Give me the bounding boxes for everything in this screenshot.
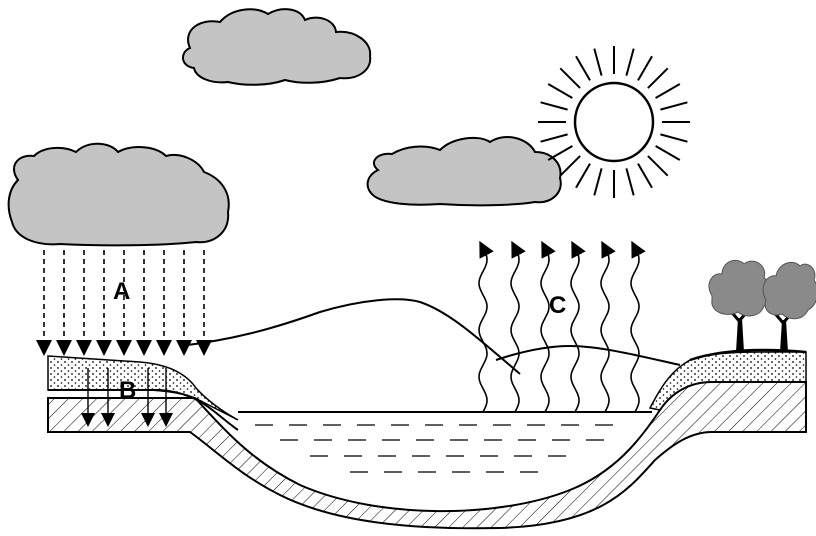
evaporation-arrow — [570, 240, 586, 413]
right-soil-layer — [648, 351, 807, 411]
infiltration-arrows — [81, 368, 173, 427]
sun-ray — [540, 133, 568, 143]
hill-left — [179, 298, 521, 375]
sun-ray — [593, 48, 603, 76]
sun-ray — [647, 67, 669, 89]
sun-ray — [575, 163, 591, 189]
cloud-middle — [366, 136, 562, 207]
tree-left-icon — [708, 259, 773, 352]
rain-cloud — [7, 142, 230, 247]
soil-slope-line — [159, 389, 239, 431]
lake-water — [255, 424, 613, 473]
sun-ray — [637, 163, 653, 189]
precipitation-arrows — [36, 250, 212, 356]
label-rain: A — [113, 278, 130, 305]
sun-ray — [559, 155, 581, 177]
evaporation-arrow — [478, 240, 494, 413]
label-infiltration: B — [119, 377, 136, 404]
sun-icon — [538, 46, 690, 198]
sun-ray — [655, 145, 681, 161]
evaporation-arrows — [478, 240, 646, 413]
evaporation-arrow — [630, 240, 646, 413]
label-evaporation: C — [549, 292, 566, 319]
hill-right — [495, 344, 681, 366]
sun-ray — [660, 101, 688, 111]
evaporation-arrow — [540, 240, 556, 413]
sun-ray — [559, 67, 581, 89]
sun-ray — [547, 83, 573, 99]
evaporation-arrow — [510, 240, 526, 413]
bedrock-layer — [47, 381, 807, 530]
sun-ray — [575, 55, 591, 81]
sun-ray — [547, 145, 573, 161]
evaporation-arrow — [600, 240, 616, 413]
cloud-top — [182, 8, 372, 86]
sun-ray — [637, 55, 653, 81]
tree-right-icon — [762, 261, 816, 352]
sun-ray — [660, 133, 688, 143]
sun-ray — [625, 48, 635, 76]
sun-ray — [655, 83, 681, 99]
sun-ray — [647, 155, 669, 177]
sun-ray — [540, 101, 568, 111]
sun-ray — [625, 168, 635, 196]
sun-ray — [593, 168, 603, 196]
